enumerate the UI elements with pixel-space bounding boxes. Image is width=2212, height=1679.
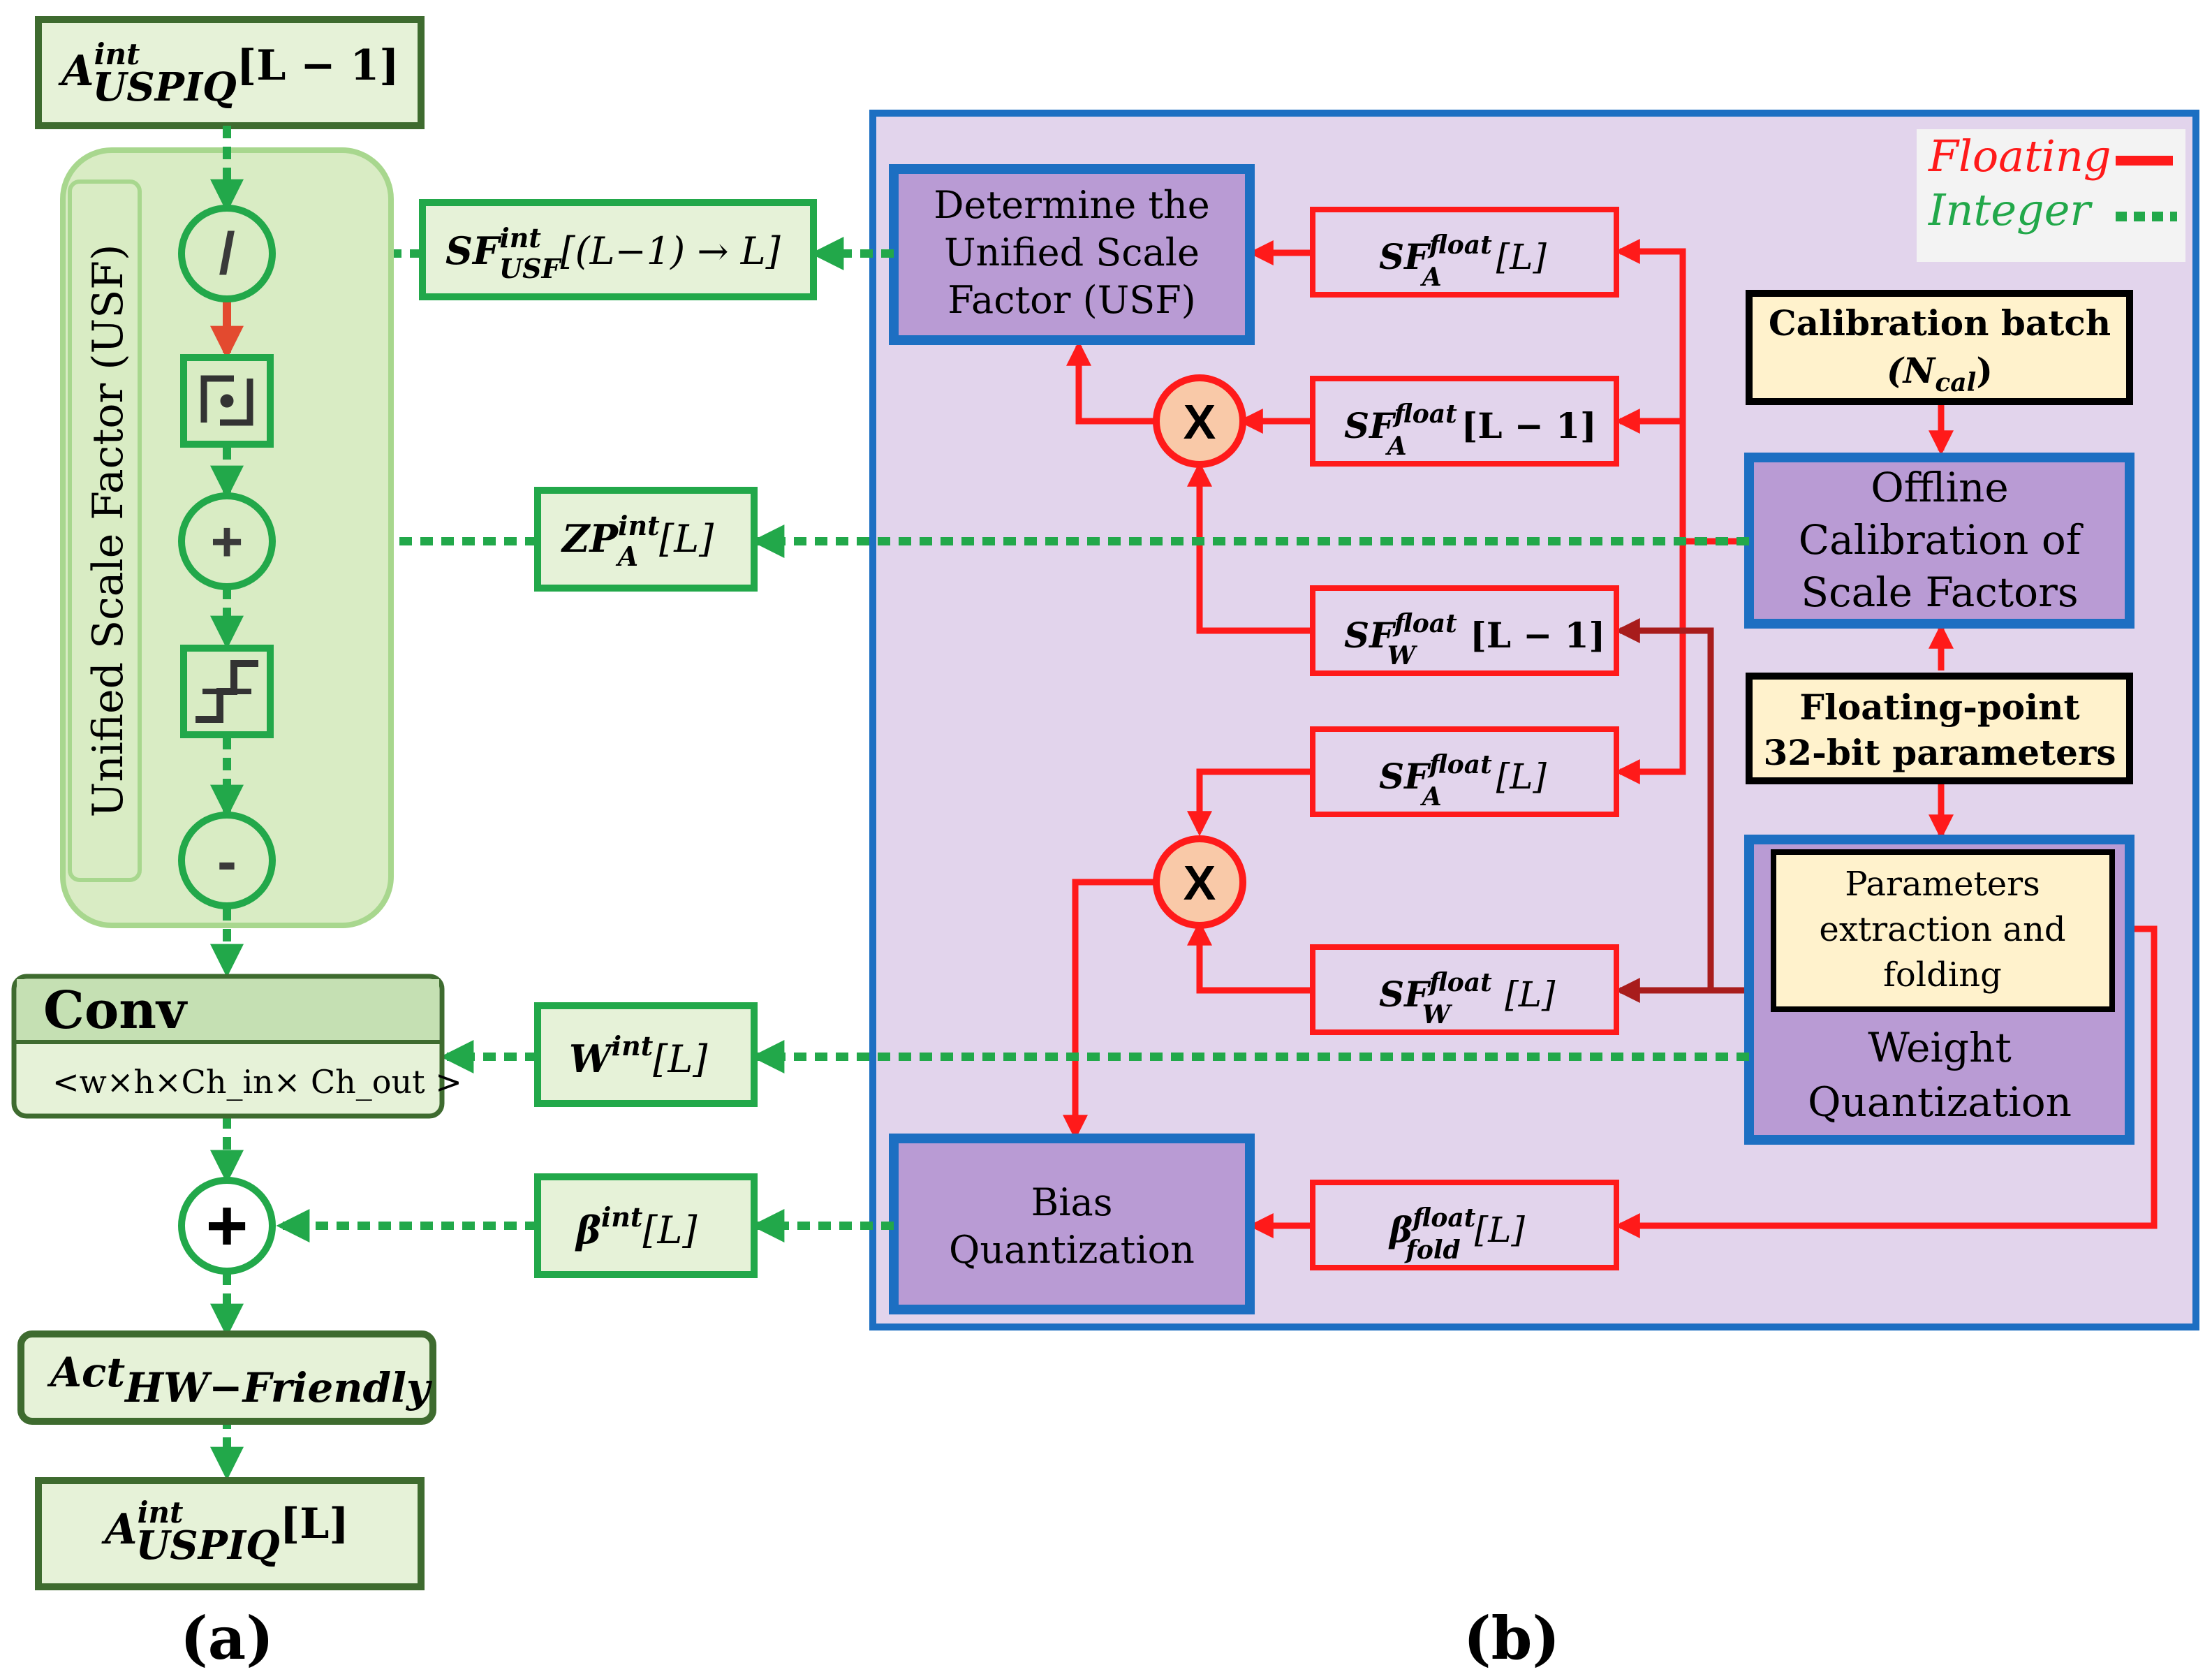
zp-int-box — [534, 487, 758, 592]
activation-box — [17, 1330, 436, 1425]
bias-adder-op — [178, 1177, 276, 1275]
add-op-label: + — [211, 511, 244, 573]
multiplier-bottom — [1153, 835, 1246, 929]
conv-title: Conv — [43, 981, 188, 1041]
params-extraction-box — [1771, 849, 2115, 1012]
minus-op-label: - — [217, 828, 237, 894]
activation-label: ActHW−Friendly — [47, 1349, 433, 1412]
beta-int-box — [534, 1173, 758, 1278]
offline-line3: Scale Factors — [1801, 569, 2078, 616]
multiplier-top-label: X — [1184, 395, 1216, 449]
link-sfw1-mult — [1187, 461, 1313, 634]
link-sfw-mult2 — [1187, 920, 1313, 994]
bias-quant-line1: Bias — [1031, 1180, 1113, 1224]
divide-op-label: / — [219, 221, 235, 286]
params-line3: folding — [1883, 955, 2002, 995]
beta-int-label: βint[L] — [575, 1201, 698, 1252]
round-icon — [200, 375, 253, 426]
bias-adder-label: + — [206, 1185, 249, 1266]
link-sfa-mult2 — [1187, 768, 1313, 837]
input-activation-box — [35, 16, 425, 129]
fp32-line1: Floating-point — [1799, 687, 2079, 728]
divide-op — [178, 205, 276, 302]
add-op — [178, 492, 276, 590]
bias-quant-line2: Quantization — [949, 1228, 1195, 1272]
offline-line1: Offline — [1871, 464, 2009, 511]
caption-b: (b) — [1463, 1604, 1560, 1673]
link-sfa-l-lower — [1614, 541, 1686, 784]
usf-determine-line1: Determine the — [934, 183, 1210, 227]
fp32-line2: 32-bit parameters — [1763, 732, 2116, 773]
conv-header — [17, 979, 439, 1041]
usf-determine-line3: Factor (USF) — [948, 278, 1196, 322]
usf-block-label: Unified Scale Factor (USF) — [84, 244, 133, 818]
caption-a: (a) — [180, 1604, 274, 1673]
offline-calibration-box — [1744, 453, 2134, 629]
link-mult2-bias — [1063, 879, 1153, 1141]
bias-quant-box — [889, 1134, 1255, 1314]
weight-quant-line1: Weight — [1868, 1024, 2012, 1071]
usf-determine-line2: Unified Scale — [944, 230, 1200, 274]
conv-dims: <w×h×Ch_in× Ch_out > — [52, 1063, 462, 1101]
usf-label-strip — [68, 179, 142, 882]
calibration-batch-n: (Ncal) — [1887, 350, 1993, 397]
legend-integer-label: Integer — [1928, 184, 2093, 235]
multiplier-bottom-label: X — [1184, 856, 1216, 910]
offline-line2: Calibration of — [1799, 516, 2084, 564]
params-line1: Parameters — [1845, 865, 2040, 904]
weight-quant-line2: Quantization — [1808, 1078, 2072, 1126]
fp32-params-box — [1746, 673, 2133, 784]
w-int-label: Wint[L] — [569, 1030, 708, 1081]
calibration-batch-box — [1746, 290, 2133, 405]
sf-usf-int-box — [419, 199, 817, 300]
calibration-batch-label: Calibration batch — [1769, 302, 2111, 344]
legend-floating-label: Floating — [1928, 131, 2111, 182]
w-int-box — [534, 1002, 758, 1107]
params-line2: extraction and — [1819, 910, 2065, 949]
multiplier-top — [1153, 374, 1246, 468]
link-mult-usf — [1066, 340, 1153, 425]
minus-op — [178, 812, 276, 909]
output-activation-box — [35, 1477, 425, 1590]
legend-box — [1917, 129, 2185, 262]
